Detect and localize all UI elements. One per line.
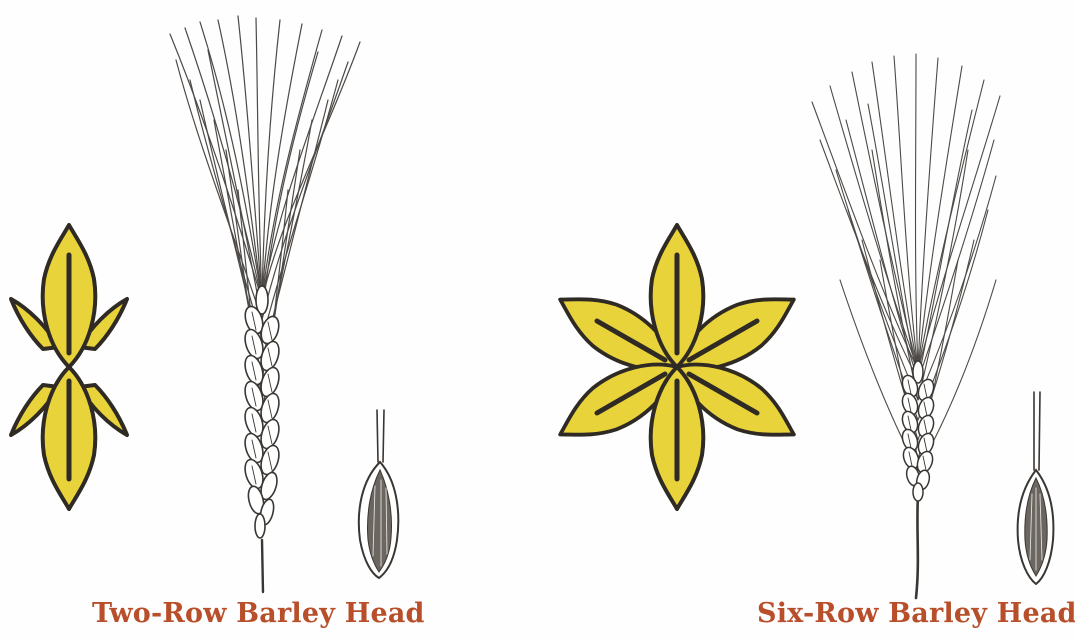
two-row-kernel-icon xyxy=(359,410,398,578)
six-row-cross-section-icon xyxy=(548,225,807,509)
six-row-caption: Six-Row Barley Head xyxy=(757,600,1075,627)
six-row-kernel-icon xyxy=(1018,392,1054,584)
two-row-cross-section-icon xyxy=(11,225,127,509)
two-row-barley-head-icon xyxy=(170,16,360,592)
two-row-caption: Two-Row Barley Head xyxy=(92,600,425,627)
six-row-barley-head-icon xyxy=(812,54,1000,598)
